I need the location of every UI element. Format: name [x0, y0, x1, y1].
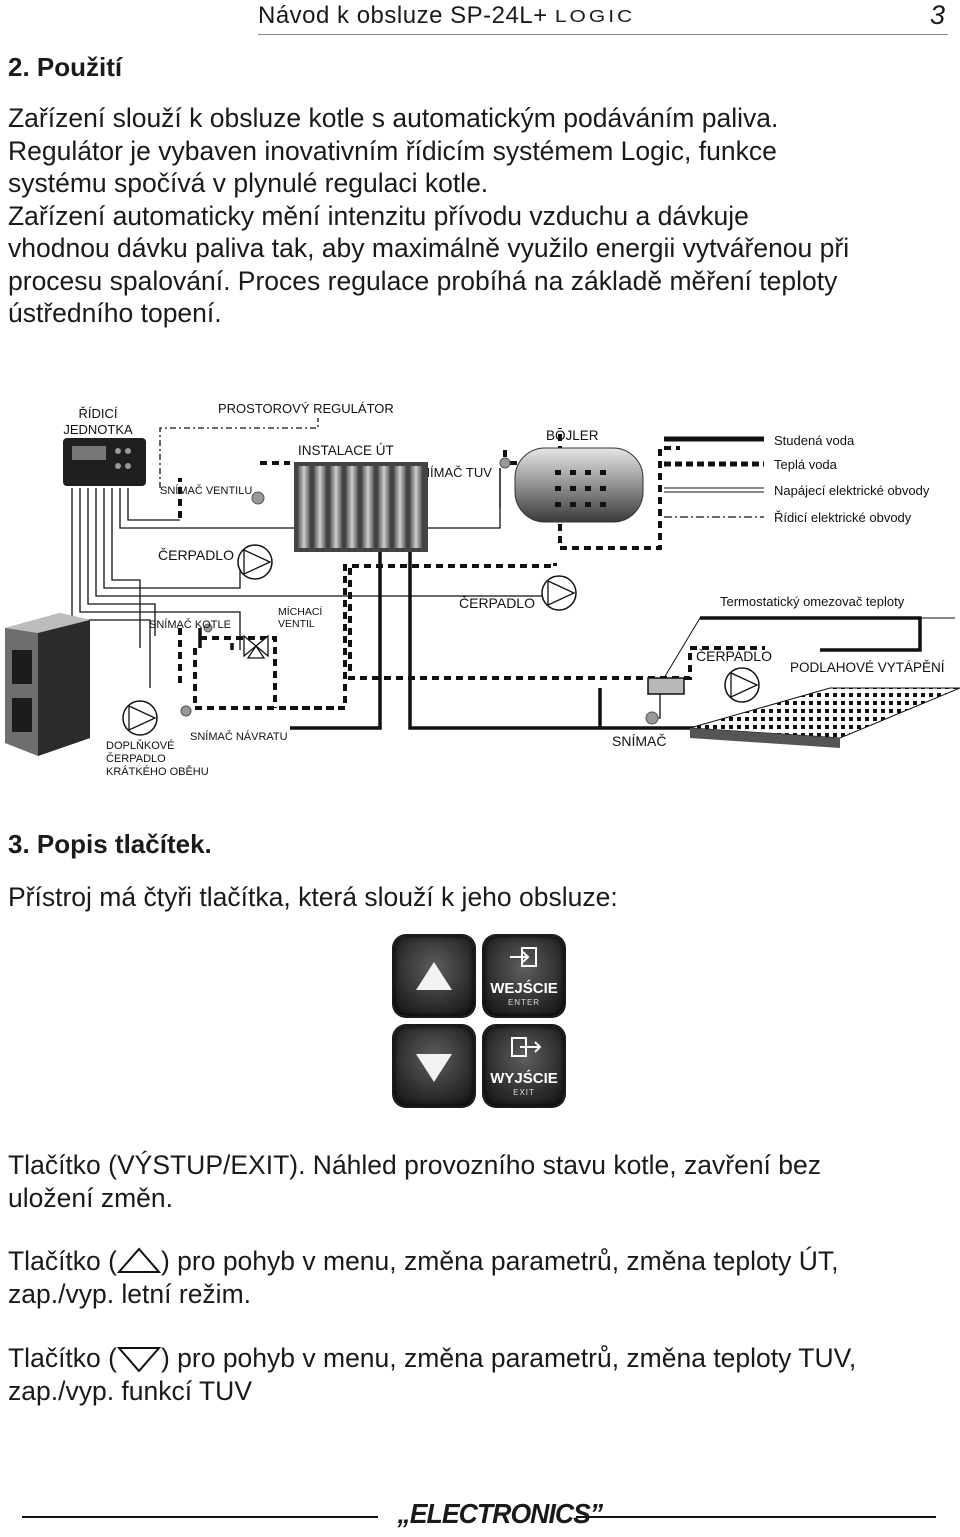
- cold-water-pipes: [198, 548, 922, 730]
- label-pump-1: ČERPADLO: [158, 547, 234, 563]
- label-tank: BOJLER: [546, 428, 599, 443]
- heating-system-diagram: ŘÍDICÍ JEDNOTKA PROSTOROVÝ REGULÁTOR INS…: [5, 401, 960, 778]
- label-boiler-sensor: SNÍMAČ KOTLE: [149, 618, 231, 631]
- description-line: zap./vyp. funkcí TUV: [8, 1375, 252, 1406]
- paragraph-line: ústředního topení.: [8, 298, 222, 328]
- down-key-description: Tlačítko ( ) pro pohyb v menu, změna para…: [8, 1342, 948, 1407]
- arrow-down-icon: [416, 1054, 452, 1082]
- description-line: Tlačítko (VÝSTUP/EXIT). Náhled provozníh…: [8, 1150, 822, 1180]
- paragraph-line: vhodnou dávku paliva tak, aby maximálně …: [8, 233, 850, 263]
- legend-label: Napájecí elektrické obvody: [774, 483, 930, 498]
- enter-key-label: WEJŚCIE: [490, 980, 558, 997]
- label-control-unit-2: JEDNOTKA: [63, 422, 133, 437]
- paragraph-line: Regulátor je vybaven inovativním řídicím…: [8, 135, 777, 166]
- legend-label: Řídicí elektrické obvody: [774, 510, 912, 525]
- label-aux-pump-2: ČERPADLO: [106, 752, 166, 765]
- description-prefix: Tlačítko (: [8, 1343, 117, 1373]
- label-valve-sensor: SNÍMAČ VENTILU: [160, 484, 252, 497]
- document-title: Návod k obsluze SP-24L+ LOGIC: [258, 2, 635, 30]
- enter-icon: [510, 947, 537, 967]
- label-sensor: SNÍMAČ: [612, 733, 666, 749]
- exit-key-sublabel: EXIT: [513, 1088, 535, 1097]
- triangle-down-icon: [116, 1347, 162, 1373]
- radiator: [294, 462, 428, 552]
- down-key[interactable]: [394, 1026, 474, 1106]
- document-title-text: Návod k obsluze SP-24L+: [258, 2, 548, 29]
- header-rule: [258, 34, 948, 35]
- boiler: [5, 613, 90, 756]
- control-unit: ŘÍDICÍ JEDNOTKA: [63, 406, 146, 486]
- thermostat-leader-line: [663, 617, 955, 679]
- enter-key[interactable]: WEJŚCIE ENTER: [484, 936, 564, 1016]
- electronics-logo: „ELECTRONICS”: [397, 1498, 603, 1529]
- paragraph-line: systému spočívá v plynulé regulaci kotle…: [8, 168, 489, 198]
- footer-rule-right: [576, 1516, 936, 1518]
- up-key[interactable]: [394, 936, 474, 1016]
- pump-icon: [237, 544, 273, 580]
- exit-key-label: WYJŚCIE: [490, 1070, 558, 1087]
- label-dhw-sensor: SNÍMAČ TUV: [412, 465, 492, 480]
- label-mixing-valve-1: MÍCHACÍ: [278, 605, 322, 618]
- diagram-legend: Studená voda Teplá voda Napájecí elektri…: [664, 433, 930, 525]
- control-wiring: [71, 418, 661, 719]
- logic-logo: LOGIC: [554, 6, 636, 27]
- label-thermostat-limiter: Termostatický omezovač teploty: [720, 594, 905, 609]
- paragraph-line: procesu spalování. Proces regulace probí…: [8, 265, 838, 296]
- boiler-sensor-icon: [203, 623, 213, 633]
- description-suffix: ) pro pohyb v menu, změna parametrů, změ…: [160, 1246, 839, 1276]
- legend-label: Teplá voda: [774, 457, 838, 472]
- floor-sensor-icon: [645, 711, 659, 725]
- exit-icon: [511, 1037, 542, 1057]
- label-return-sensor: SNÍMAČ NÁVRATU: [190, 730, 288, 743]
- label-aux-pump-3: KRÁTKÉHO OBĚHU: [106, 765, 209, 778]
- hot-water-pipes: [178, 428, 765, 710]
- label-floor-heating: PODLAHOVÉ VYTÁPĚNÍ: [790, 660, 945, 675]
- floor-heating-panel: [689, 687, 960, 748]
- triangle-up-icon: [116, 1247, 162, 1273]
- pump-icon: [724, 667, 760, 703]
- valve-sensor-icon: [251, 491, 265, 505]
- label-control-unit-1: ŘÍDICÍ: [79, 406, 118, 421]
- section-3-heading: 3. Popis tlačítek.: [8, 829, 212, 859]
- thermostat-limiter-icon: [647, 677, 685, 695]
- label-mixing-valve-2: VENTIL: [278, 618, 315, 630]
- enter-key-sublabel: ENTER: [507, 998, 541, 1007]
- section-2-paragraph: Zařízení slouží k obsluze kotle s automa…: [8, 102, 948, 330]
- exit-key[interactable]: WYJŚCIE EXIT: [484, 1026, 564, 1106]
- section-2-heading: 2. Použití: [8, 52, 123, 82]
- paragraph-line: Zařízení automaticky mění intenzitu přív…: [8, 200, 749, 231]
- description-prefix: Tlačítko (: [8, 1246, 117, 1276]
- section-3-intro: Přístroj má čtyři tlačítka, která slouží…: [8, 882, 618, 912]
- up-key-description: Tlačítko ( ) pro pohyb v menu, změna para…: [8, 1245, 948, 1310]
- aux-pump-icon: [122, 700, 158, 736]
- label-pump-2: ČERPADLO: [459, 595, 535, 611]
- description-line: uložení změn.: [8, 1182, 173, 1213]
- footer-rule-left: [22, 1516, 378, 1518]
- page-number: 3: [930, 0, 946, 30]
- label-heating-installation: INSTALACE ÚT: [298, 443, 394, 458]
- return-sensor-icon: [180, 705, 192, 717]
- pump-icon: [541, 575, 577, 611]
- legend-label: Studená voda: [774, 433, 855, 448]
- exit-key-description: Tlačítko (VÝSTUP/EXIT). Náhled provozníh…: [8, 1149, 948, 1214]
- description-line: zap./vyp. letní režim.: [8, 1278, 252, 1309]
- dhw-sensor-icon: [499, 457, 511, 469]
- paragraph-line: Zařízení slouží k obsluze kotle s automa…: [8, 103, 779, 133]
- description-suffix: ) pro pohyb v menu, změna parametrů, změ…: [160, 1343, 857, 1373]
- arrow-up-icon: [416, 962, 452, 990]
- mixing-valve-icon: [243, 634, 269, 659]
- label-room-regulator: PROSTOROVÝ REGULÁTOR: [218, 401, 394, 416]
- label-aux-pump-1: DOPLŇKOVÉ: [106, 739, 174, 752]
- label-pump-3: ČERPADLO: [696, 648, 772, 664]
- hot-water-tank: [514, 447, 644, 523]
